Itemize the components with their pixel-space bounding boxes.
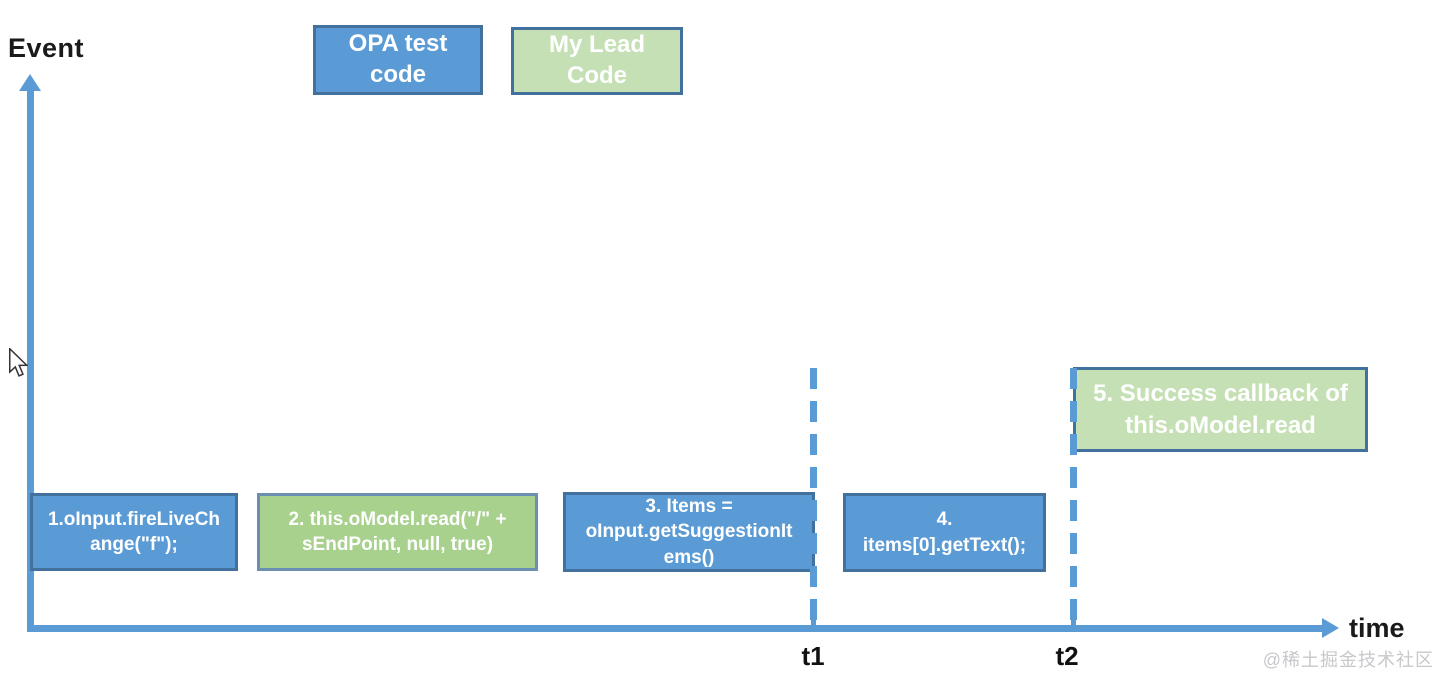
y-axis-arrowhead-icon bbox=[19, 74, 41, 91]
event-box-5-success-callback: 5. Success callback of this.oModel.read bbox=[1073, 367, 1368, 452]
event-box-3-getSuggestionItems: 3. Items = oInput.getSuggestionIt ems() bbox=[563, 492, 815, 572]
y-axis-line bbox=[27, 90, 34, 632]
t1-label: t1 bbox=[801, 641, 825, 671]
event-box-2-oModel-read: 2. this.oModel.read("/" + sEndPoint, nul… bbox=[257, 493, 538, 571]
t2-label: t2 bbox=[1055, 641, 1079, 671]
x-axis-line bbox=[27, 625, 1324, 632]
t1-dashed-line bbox=[810, 368, 817, 630]
event-box-1-fireLiveChange: 1.oInput.fireLiveCh ange("f"); bbox=[30, 493, 238, 571]
legend-opa-test-code: OPA test code bbox=[313, 25, 483, 95]
watermark: @稀土掘金技术社区 bbox=[1262, 650, 1434, 670]
x-axis-label: time bbox=[1349, 613, 1405, 643]
event-box-4-getText: 4. items[0].getText(); bbox=[843, 493, 1046, 572]
x-axis-arrowhead-icon bbox=[1322, 618, 1339, 638]
mouse-cursor-icon bbox=[8, 346, 29, 383]
legend-my-lead-code: My Lead Code bbox=[511, 27, 683, 95]
y-axis-label: Event bbox=[8, 33, 85, 63]
t2-dashed-line bbox=[1070, 368, 1077, 630]
